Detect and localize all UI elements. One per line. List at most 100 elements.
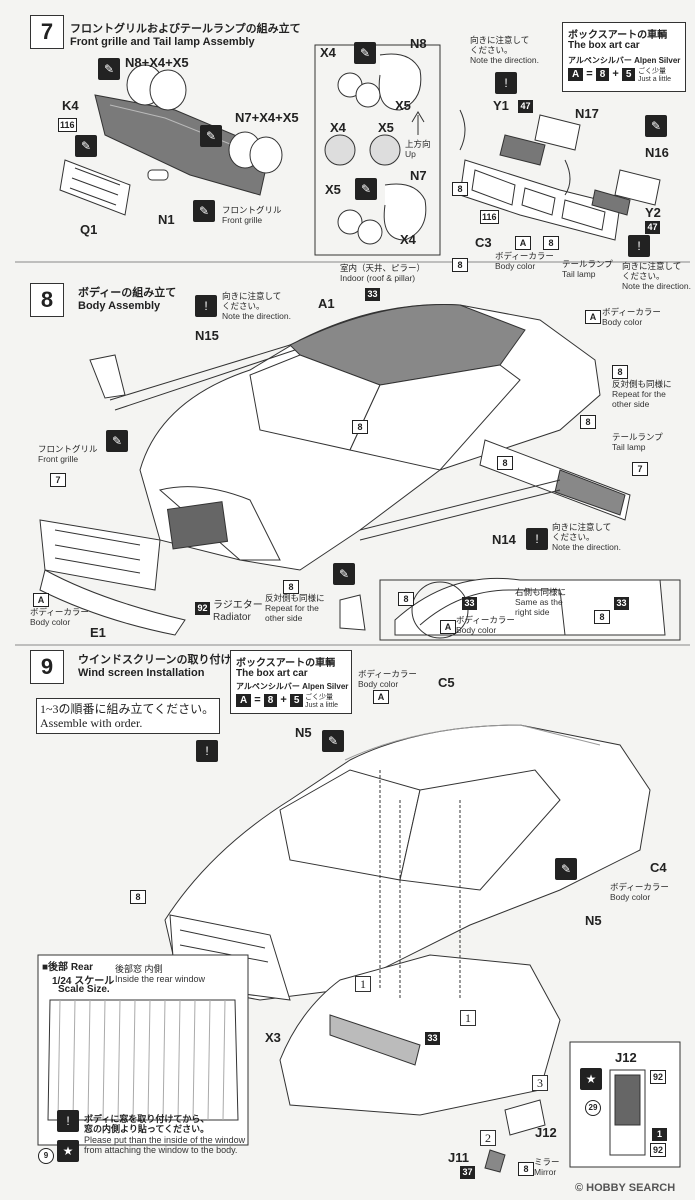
glue-icon-8b: ✎	[333, 563, 355, 585]
label-j12: J12	[535, 1125, 557, 1140]
label-n1: N1	[158, 212, 175, 227]
boxart-title-en: The box art car	[568, 40, 640, 51]
glue-icon-7d: ✎	[193, 200, 215, 222]
tail-note: 向きに注意して ください。 Note the direction.	[622, 261, 691, 291]
label-n7x4x5: N7+X4+X5	[235, 110, 299, 125]
label-x5c: X5	[325, 182, 341, 197]
caution-icon-8b: !	[526, 528, 548, 550]
code-37: 37	[460, 1166, 475, 1179]
code-a-left: A	[33, 593, 49, 607]
inset-right-side: 右側も同様に Same as the right side	[515, 587, 567, 617]
code-92a: 92	[650, 1070, 666, 1084]
code-33-indoor: 33	[365, 288, 380, 301]
label-c5: C5	[438, 675, 455, 690]
code-8-b: 8	[497, 456, 513, 470]
code-8-body: 8	[130, 890, 146, 904]
code-116-tail: 116	[480, 210, 499, 224]
code-8-tail-a: 8	[452, 182, 468, 196]
step-9-number: 9	[30, 650, 64, 684]
marker-1b: 1	[460, 1010, 476, 1026]
label-q1: Q1	[80, 222, 98, 237]
up-label: 上方向 Up	[405, 139, 431, 159]
inset-code-33a: 33	[462, 597, 477, 610]
code-92b: 92	[650, 1143, 666, 1157]
label-j11: J11	[448, 1150, 469, 1165]
step-8-title-en: Body Assembly	[78, 300, 161, 312]
label-n8: N8	[410, 36, 427, 51]
step-8-number: 8	[30, 283, 64, 317]
step8-body-color: ボディーカラー Body color	[602, 307, 661, 327]
label-x3: X3	[265, 1030, 281, 1045]
caution-icon-7: !	[495, 72, 517, 94]
code-8-mirror: 8	[518, 1162, 534, 1176]
step-9-title-jp: ウインドスクリーンの取り付け	[78, 654, 232, 666]
boxart9-formula: A = 8 + 5	[236, 694, 304, 707]
glue-icon-7b: ✎	[75, 135, 97, 157]
boxart-color: アルペンシルバー Alpen Silver	[568, 56, 681, 65]
radiator-label: ラジエター Radiator	[213, 600, 263, 623]
code-33-x3: 33	[425, 1032, 440, 1045]
window-note: ボディに窓を取り付けてから、 窓の内側より貼ってください。 Please put…	[84, 1114, 246, 1156]
inset-code-8b: 8	[594, 610, 610, 624]
boxart9-title-jp: ボックスアートの車輌	[236, 658, 336, 669]
indoor-label: 室内（天井、ピラー） Indoor (roof & pillar)	[340, 263, 426, 283]
code-7-right: 7	[632, 462, 648, 476]
glue-icon-7g: ✎	[645, 115, 667, 137]
glue-icon-8a: ✎	[106, 430, 128, 452]
label-y2: Y2	[645, 205, 661, 220]
label-x5b: X5	[378, 120, 394, 135]
code-8-mid: 8	[352, 420, 368, 434]
mirror-label: ミラー Mirror	[534, 1157, 560, 1177]
code-8-top: 8	[452, 258, 468, 272]
label-x4c: X4	[400, 232, 416, 247]
inset-code-8: 8	[398, 592, 414, 606]
caution-icon-8a: !	[195, 295, 217, 317]
boxart9-note: ごく少量 Just a little	[305, 694, 339, 710]
label-c3: C3	[475, 235, 492, 250]
front-grille-label: フロントグリル Front grille	[222, 205, 282, 225]
code-a-tail: A	[515, 236, 531, 250]
body-color-left: ボディーカラー Body color	[30, 607, 89, 627]
rear-scale-en: Scale Size.	[58, 984, 110, 995]
label-y1: Y1	[493, 98, 509, 113]
label-a1: A1	[318, 296, 335, 311]
code-7-left: 7	[50, 473, 66, 487]
label-e1: E1	[90, 625, 106, 640]
glue-icon-9a: ✎	[322, 730, 344, 752]
code-a-9: A	[373, 690, 389, 704]
code-116: 116	[58, 118, 77, 132]
label-x4a: X4	[320, 45, 336, 60]
label-n5b: N5	[585, 913, 602, 928]
boxart-note: ごく少量 Just a little	[638, 68, 672, 84]
label-n15: N15	[195, 328, 219, 343]
label-k4: K4	[62, 98, 79, 113]
code-8-a: 8	[580, 415, 596, 429]
step-8-title-jp: ボディーの組み立て	[78, 287, 177, 299]
code-47b: 47	[645, 221, 660, 234]
glue-icon-7e: ✎	[354, 42, 376, 64]
label-x5a: X5	[395, 98, 411, 113]
label-n17: N17	[575, 106, 599, 121]
code-8-right: 8	[612, 365, 628, 379]
label-n14: N14	[492, 532, 516, 547]
code-47a: 47	[518, 100, 533, 113]
caution-icon-9: !	[196, 740, 218, 762]
label-j12-box: J12	[615, 1050, 637, 1065]
order-note-box	[36, 698, 220, 734]
step9-body-color: ボディーカラー Body color	[358, 669, 417, 689]
glue-icon-7f: ✎	[355, 178, 377, 200]
rear-scale-jp: 1/24 スケール	[52, 976, 115, 987]
tail-lamp-8: テールランプ Tail lamp	[612, 432, 663, 452]
step-9-title-en: Wind screen Installation	[78, 667, 205, 679]
repeat-other-side: 反対側も同様に Repeat for the other side	[612, 379, 672, 409]
code-a-body: A	[585, 310, 601, 324]
front-grille-8: フロントグリル Front grille	[38, 444, 98, 464]
step9-body-color2: ボディーカラー Body color	[610, 882, 669, 902]
glue-icon-7c: ✎	[200, 125, 222, 147]
label-n16: N16	[645, 145, 669, 160]
order-note-en: Assemble with order.	[40, 716, 143, 730]
step-7-title-en: Front grille and Tail lamp Assembly	[70, 36, 255, 48]
marker-1a: 1	[355, 976, 371, 992]
repeat-other-side-2: 反対側も同様に Repeat for the other side	[265, 593, 325, 623]
